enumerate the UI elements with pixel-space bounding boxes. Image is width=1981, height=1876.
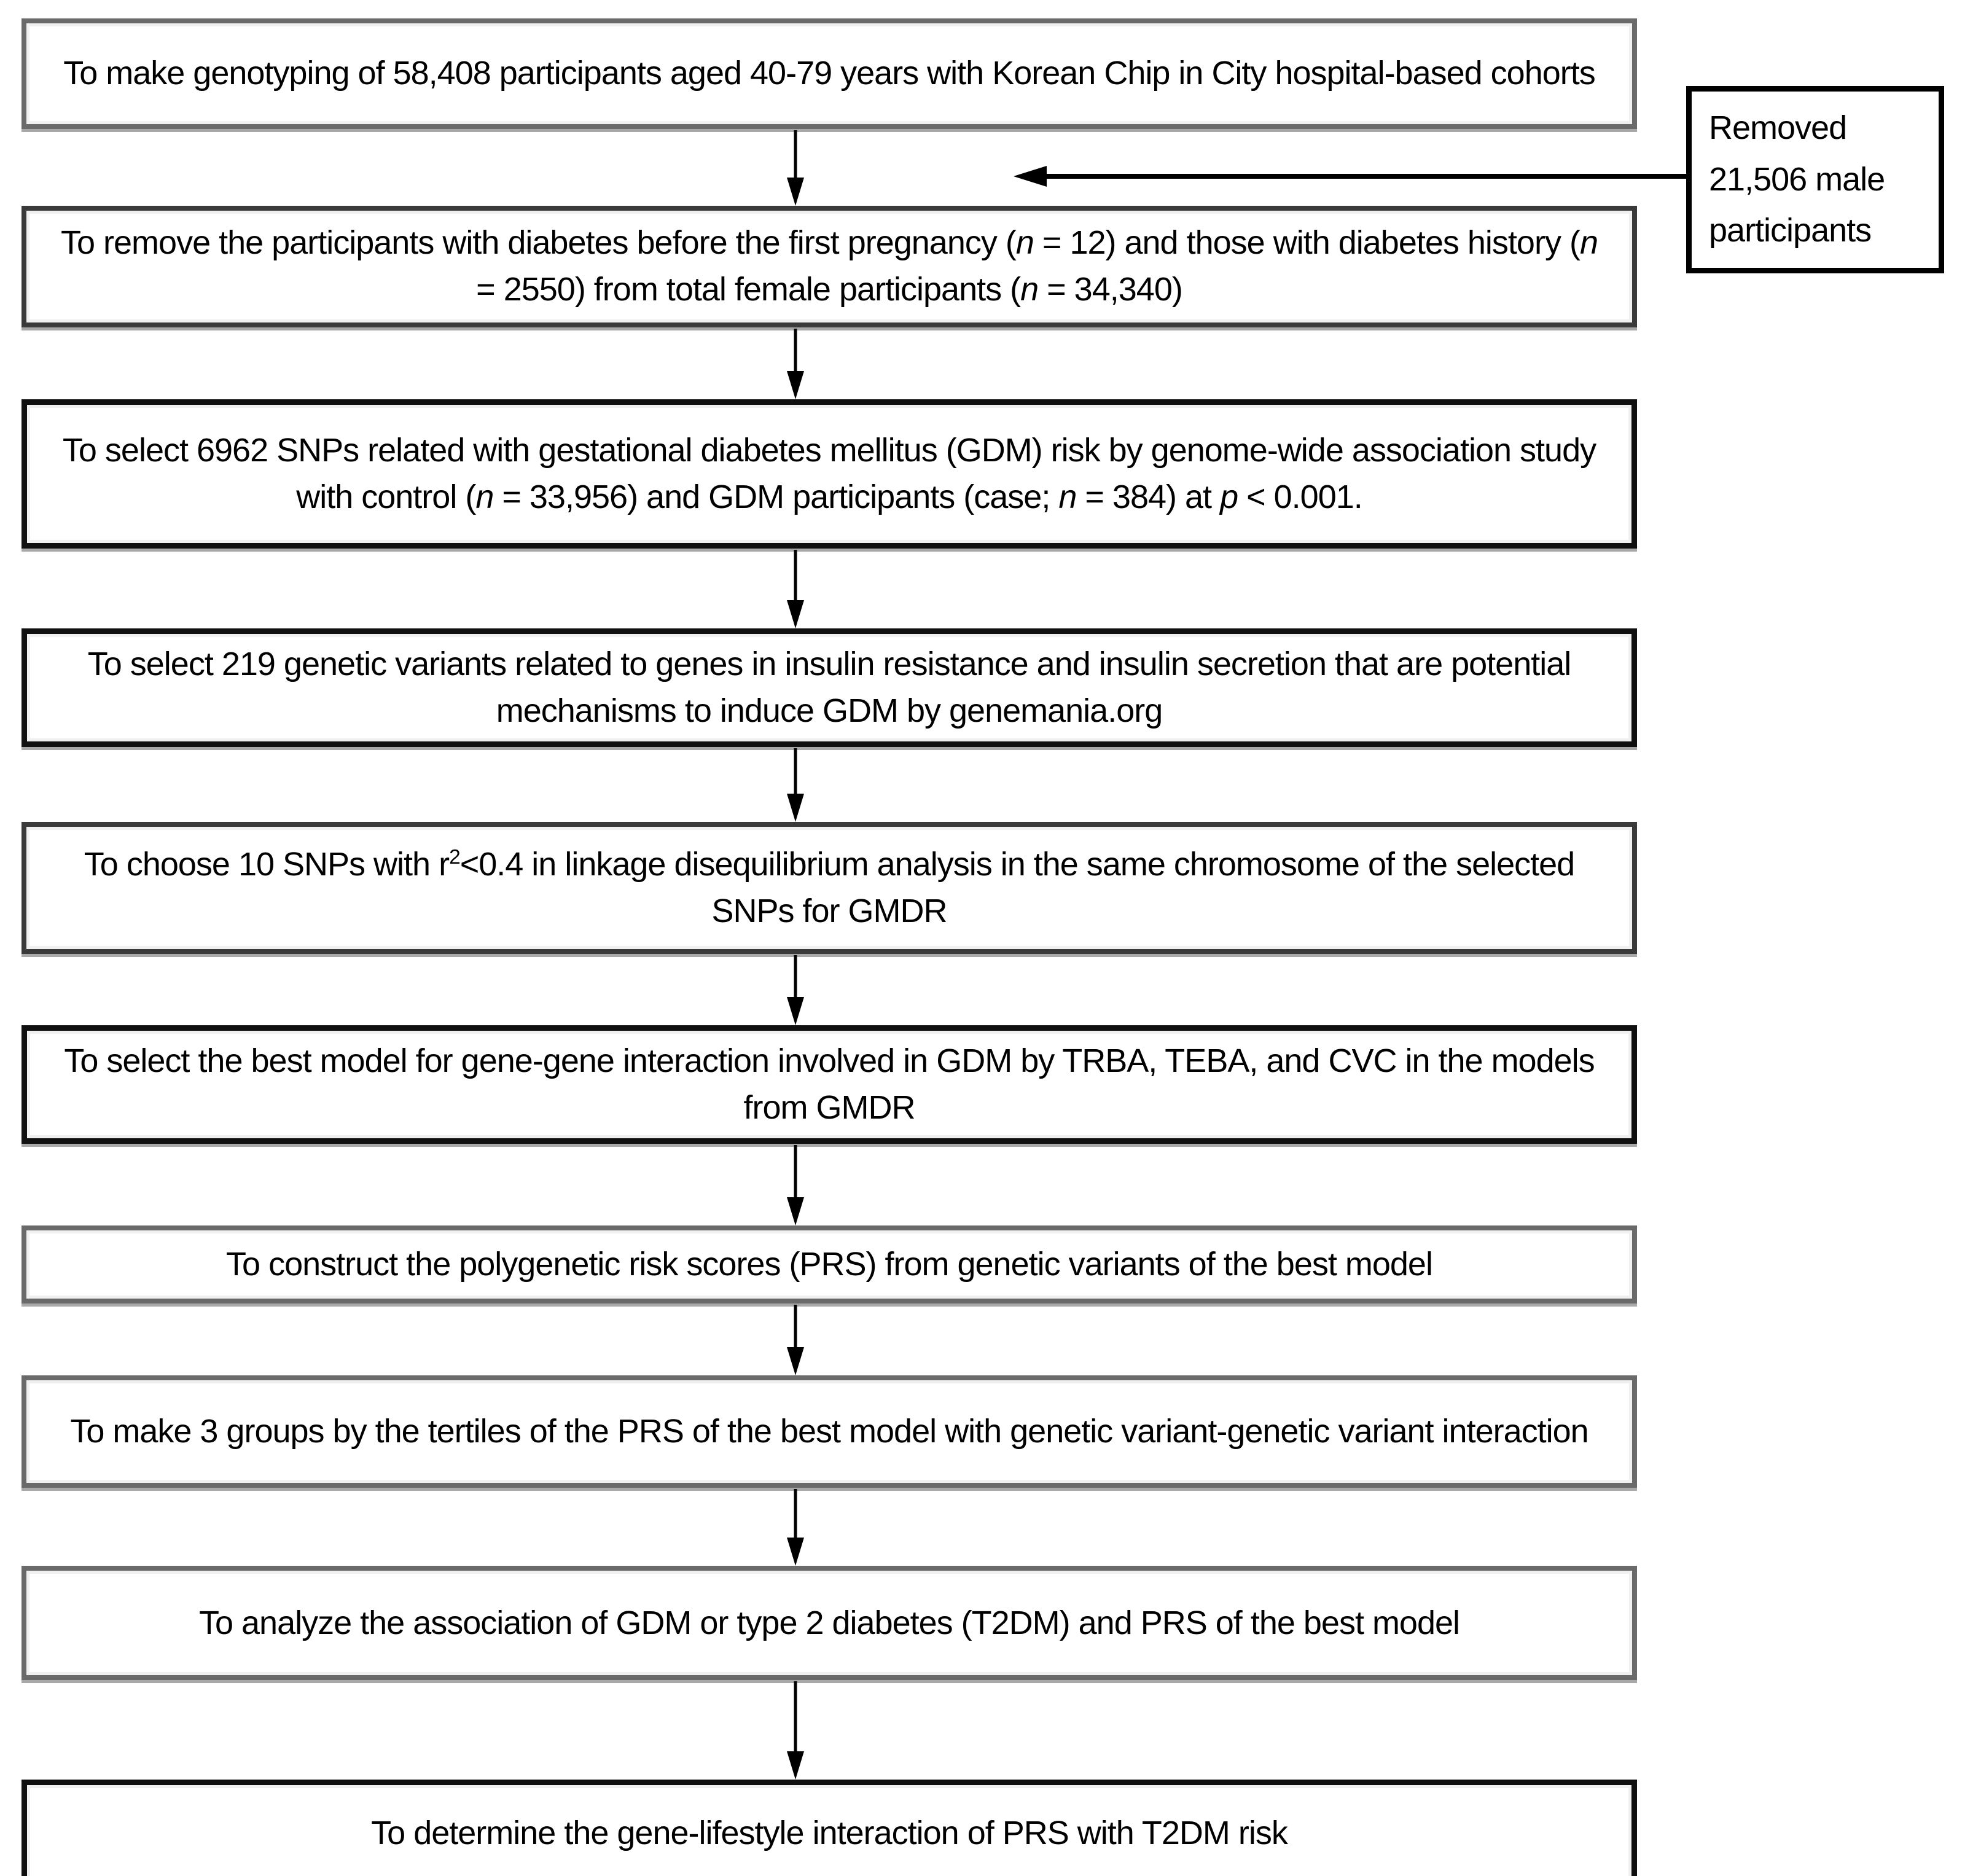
arrow-shaft xyxy=(794,1145,797,1200)
arrow-down-icon xyxy=(787,1197,804,1226)
flow-step-text: To analyze the association of GDM or typ… xyxy=(198,1604,1460,1641)
flow-step-2-remove-participants: To remove the participants with diabetes… xyxy=(21,206,1637,327)
flow-step-4-genetic-variants: To select 219 genetic variants related t… xyxy=(21,628,1637,748)
down-arrow-connector-1 xyxy=(782,129,809,206)
removed-box-line: Removed xyxy=(1709,109,1847,146)
arrow-shaft xyxy=(1036,174,1686,179)
arrow-shaft xyxy=(794,329,797,373)
flow-step-6-best-model: To select the best model for gene-gene i… xyxy=(21,1025,1637,1144)
flow-step-8-tertile-groups: To make 3 groups by the tertiles of the … xyxy=(21,1375,1637,1488)
down-arrow-connector-3 xyxy=(782,549,809,628)
arrow-shaft xyxy=(794,550,797,603)
arrow-down-icon xyxy=(787,371,804,399)
flow-step-1-genotyping: To make genotyping of 58,408 participant… xyxy=(21,18,1637,129)
flow-step-text: To construct the polygenetic risk scores… xyxy=(226,1246,1433,1283)
arrow-shaft xyxy=(794,748,797,797)
arrow-shaft xyxy=(794,955,797,1000)
down-arrow-connector-9 xyxy=(782,1680,809,1780)
arrow-down-icon xyxy=(787,794,804,823)
down-arrow-connector-6 xyxy=(782,1144,809,1226)
removed-participants-box: Removed 21,506 male participants xyxy=(1686,86,1944,274)
arrow-down-icon xyxy=(787,1751,804,1780)
down-arrow-connector-4 xyxy=(782,747,809,823)
removed-box-line: 21,506 male xyxy=(1709,160,1885,198)
flow-step-7-construct-prs: To construct the polygenetic risk scores… xyxy=(21,1225,1637,1304)
flow-step-5-choose-snps: To choose 10 SNPs with r2<0.4 in linkage… xyxy=(21,822,1637,955)
flow-step-text: To select the best model for gene-gene i… xyxy=(64,1042,1595,1126)
arrow-shaft xyxy=(794,130,797,180)
arrow-down-icon xyxy=(787,178,804,206)
flow-step-text: To select 6962 SNPs related with gestati… xyxy=(62,431,1596,515)
flow-step-text: To determine the gene-lifestyle interact… xyxy=(371,1815,1288,1852)
down-arrow-connector-5 xyxy=(782,954,809,1026)
flow-step-3-select-snps: To select 6962 SNPs related with gestati… xyxy=(21,399,1637,549)
arrow-shaft xyxy=(794,1489,797,1541)
removed-box-line: participants xyxy=(1709,212,1872,249)
flow-step-text: To make 3 groups by the tertiles of the … xyxy=(70,1413,1588,1450)
down-arrow-connector-8 xyxy=(782,1488,809,1566)
arrow-shaft xyxy=(794,1681,797,1754)
flow-step-text: To select 219 genetic variants related t… xyxy=(87,646,1572,729)
flow-step-9-association-analysis: To analyze the association of GDM or typ… xyxy=(21,1566,1637,1681)
flow-step-text: To remove the participants with diabetes… xyxy=(61,224,1598,308)
arrow-shaft xyxy=(794,1305,797,1350)
flow-step-text: To choose 10 SNPs with r2<0.4 in linkage… xyxy=(84,846,1575,929)
arrow-down-icon xyxy=(787,600,804,628)
left-arrow-connector xyxy=(1014,155,1686,197)
flow-column: To make genotyping of 58,408 participant… xyxy=(21,18,1637,1876)
down-arrow-connector-2 xyxy=(782,327,809,399)
arrow-down-icon xyxy=(787,997,804,1026)
down-arrow-connector-7 xyxy=(782,1303,809,1376)
arrow-left-icon xyxy=(1014,166,1047,187)
arrow-down-icon xyxy=(787,1347,804,1376)
arrow-down-icon xyxy=(787,1538,804,1566)
flow-step-text: To make genotyping of 58,408 participant… xyxy=(63,55,1596,92)
flow-step-10-gene-lifestyle: To determine the gene-lifestyle interact… xyxy=(21,1780,1637,1876)
